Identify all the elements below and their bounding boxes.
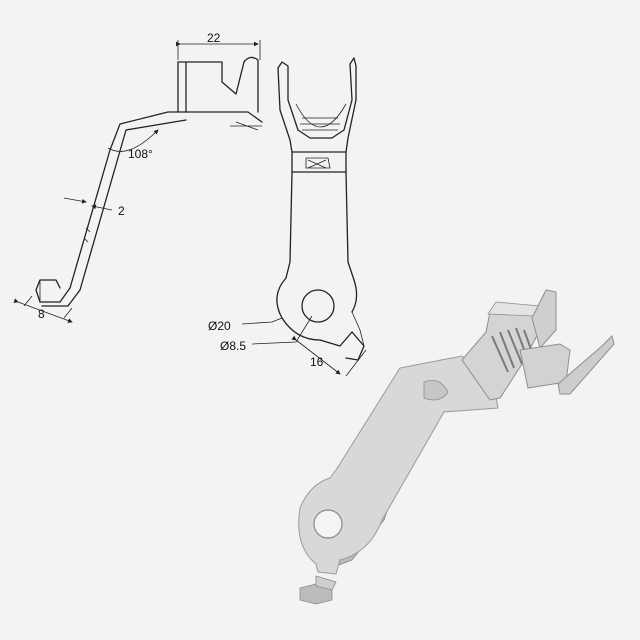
- isometric-render: [298, 289, 615, 605]
- dim-angle-label: 108°: [128, 147, 153, 161]
- dim-outer-diameter-label: Ø20: [208, 319, 231, 333]
- dimension-2: 2: [63, 197, 125, 218]
- dimension-angle: 108°: [107, 129, 159, 161]
- dim-width-top-label: 22: [207, 31, 221, 45]
- dimension-diameters: Ø20 Ø8.5: [208, 315, 313, 353]
- dim-tab-label: 16: [310, 355, 324, 369]
- dim-foot-label: 8: [38, 307, 45, 321]
- dim-hole-diameter-label: Ø8.5: [220, 339, 246, 353]
- front-view: [276, 57, 365, 361]
- dimension-22: 22: [176, 31, 261, 60]
- dimension-16: 16: [291, 335, 367, 377]
- dim-thickness-label: 2: [118, 204, 125, 218]
- side-view: [35, 56, 263, 307]
- dimension-8: 8: [13, 295, 73, 323]
